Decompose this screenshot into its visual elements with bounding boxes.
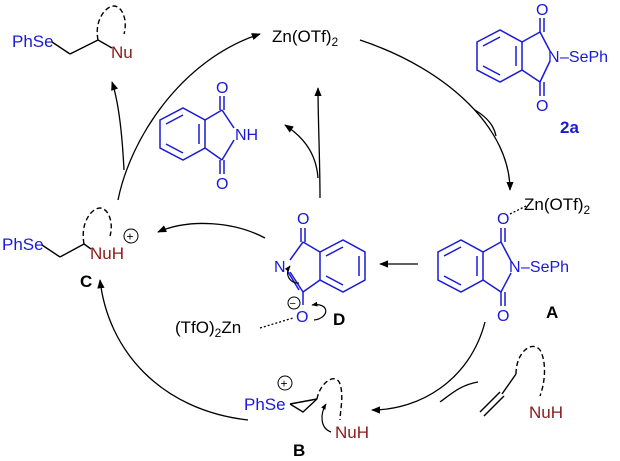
product-bond-3 xyxy=(97,39,113,49)
arrow-a-to-b xyxy=(371,321,486,414)
phthalimide-o-bottom: O xyxy=(216,176,228,193)
c-plus-circle xyxy=(123,228,139,244)
c-dashed-tether xyxy=(82,207,112,245)
a-zn-coordination xyxy=(509,205,527,215)
arrow-c-to-catalyst xyxy=(117,33,261,201)
a-o-bottom: O xyxy=(497,308,509,325)
intermediate-c-structure: PhSe NuH + C xyxy=(2,207,139,291)
b-plus-circle xyxy=(277,375,293,391)
product-structure: PhSe Nu xyxy=(12,5,133,62)
phthalimide-nh: NH xyxy=(235,127,258,144)
b-plus: + xyxy=(281,377,288,391)
b-phse-label: PhSe xyxy=(244,395,286,414)
b-ring-bond xyxy=(289,398,318,405)
product-dashed-tether xyxy=(96,5,126,41)
arrow-b-to-c xyxy=(97,279,249,421)
d-label: D xyxy=(333,310,345,329)
c-bond-1 xyxy=(41,244,61,258)
d-curly-arrow-n xyxy=(284,265,300,284)
arrow-alkene-merge xyxy=(439,381,479,403)
a-n: N xyxy=(509,259,521,276)
catalyst-label: Zn(OTf)2 xyxy=(272,27,339,49)
2a-sephe: –SePh xyxy=(560,49,608,66)
intermediate-b-structure: PhSe + NuH B xyxy=(244,375,369,460)
d-curly-arrow-o xyxy=(311,301,327,321)
c-bond-2 xyxy=(59,243,85,258)
product-nu-label: Nu xyxy=(111,43,133,62)
b-episelenonium-ring xyxy=(289,398,318,413)
phthalimide-structure xyxy=(159,96,235,174)
arrow-release-phthalimide xyxy=(284,124,319,179)
c-phse-label: PhSe xyxy=(2,235,44,254)
2a-o-bottom: O xyxy=(536,98,548,115)
a-o-top: O xyxy=(497,211,509,228)
a-sephe: –SePh xyxy=(521,259,569,276)
d-zn-label: (TfO)2Zn xyxy=(175,318,241,340)
2a-label: 2a xyxy=(560,118,579,137)
b-label: B xyxy=(293,441,305,460)
a-zn-label: Zn(OTf)2 xyxy=(524,195,591,217)
c-label: C xyxy=(80,272,92,291)
product-phse-label: PhSe xyxy=(12,32,54,51)
product-bond-1 xyxy=(51,41,71,55)
2a-o-top: O xyxy=(536,2,548,19)
a-label: A xyxy=(546,303,558,322)
arrow-d-to-c xyxy=(157,222,266,239)
d-o-bottom: O xyxy=(296,309,308,326)
c-nuh-label: NuH xyxy=(90,244,124,263)
2a-n: N xyxy=(548,49,560,66)
alkene-nuh-label: NuH xyxy=(529,403,563,422)
c-plus: + xyxy=(127,230,134,244)
d-zn-coordination xyxy=(259,317,294,329)
d-n: N xyxy=(274,259,286,276)
b-nuh-label: NuH xyxy=(335,423,369,442)
intermediate-d-structure xyxy=(287,228,366,305)
d-minus-circle xyxy=(287,296,301,310)
arrow-d-to-catalyst xyxy=(314,87,322,199)
d-minus: − xyxy=(290,298,296,310)
product-bond-2 xyxy=(69,39,99,55)
arrow-catalyst-to-a xyxy=(359,39,514,191)
b-curly-arrow xyxy=(321,403,332,433)
c-bond-3 xyxy=(83,243,92,250)
arrow-2a-merge xyxy=(474,109,497,137)
reagent-2a-structure xyxy=(476,18,551,96)
b-dashed-tether xyxy=(316,378,343,421)
alkene-substrate: NuH xyxy=(479,345,563,422)
arrow-to-product xyxy=(111,81,125,171)
d-o-top: O xyxy=(297,211,309,228)
phthalimide-o-top: O xyxy=(216,80,228,97)
intermediate-a-structure xyxy=(437,228,512,306)
